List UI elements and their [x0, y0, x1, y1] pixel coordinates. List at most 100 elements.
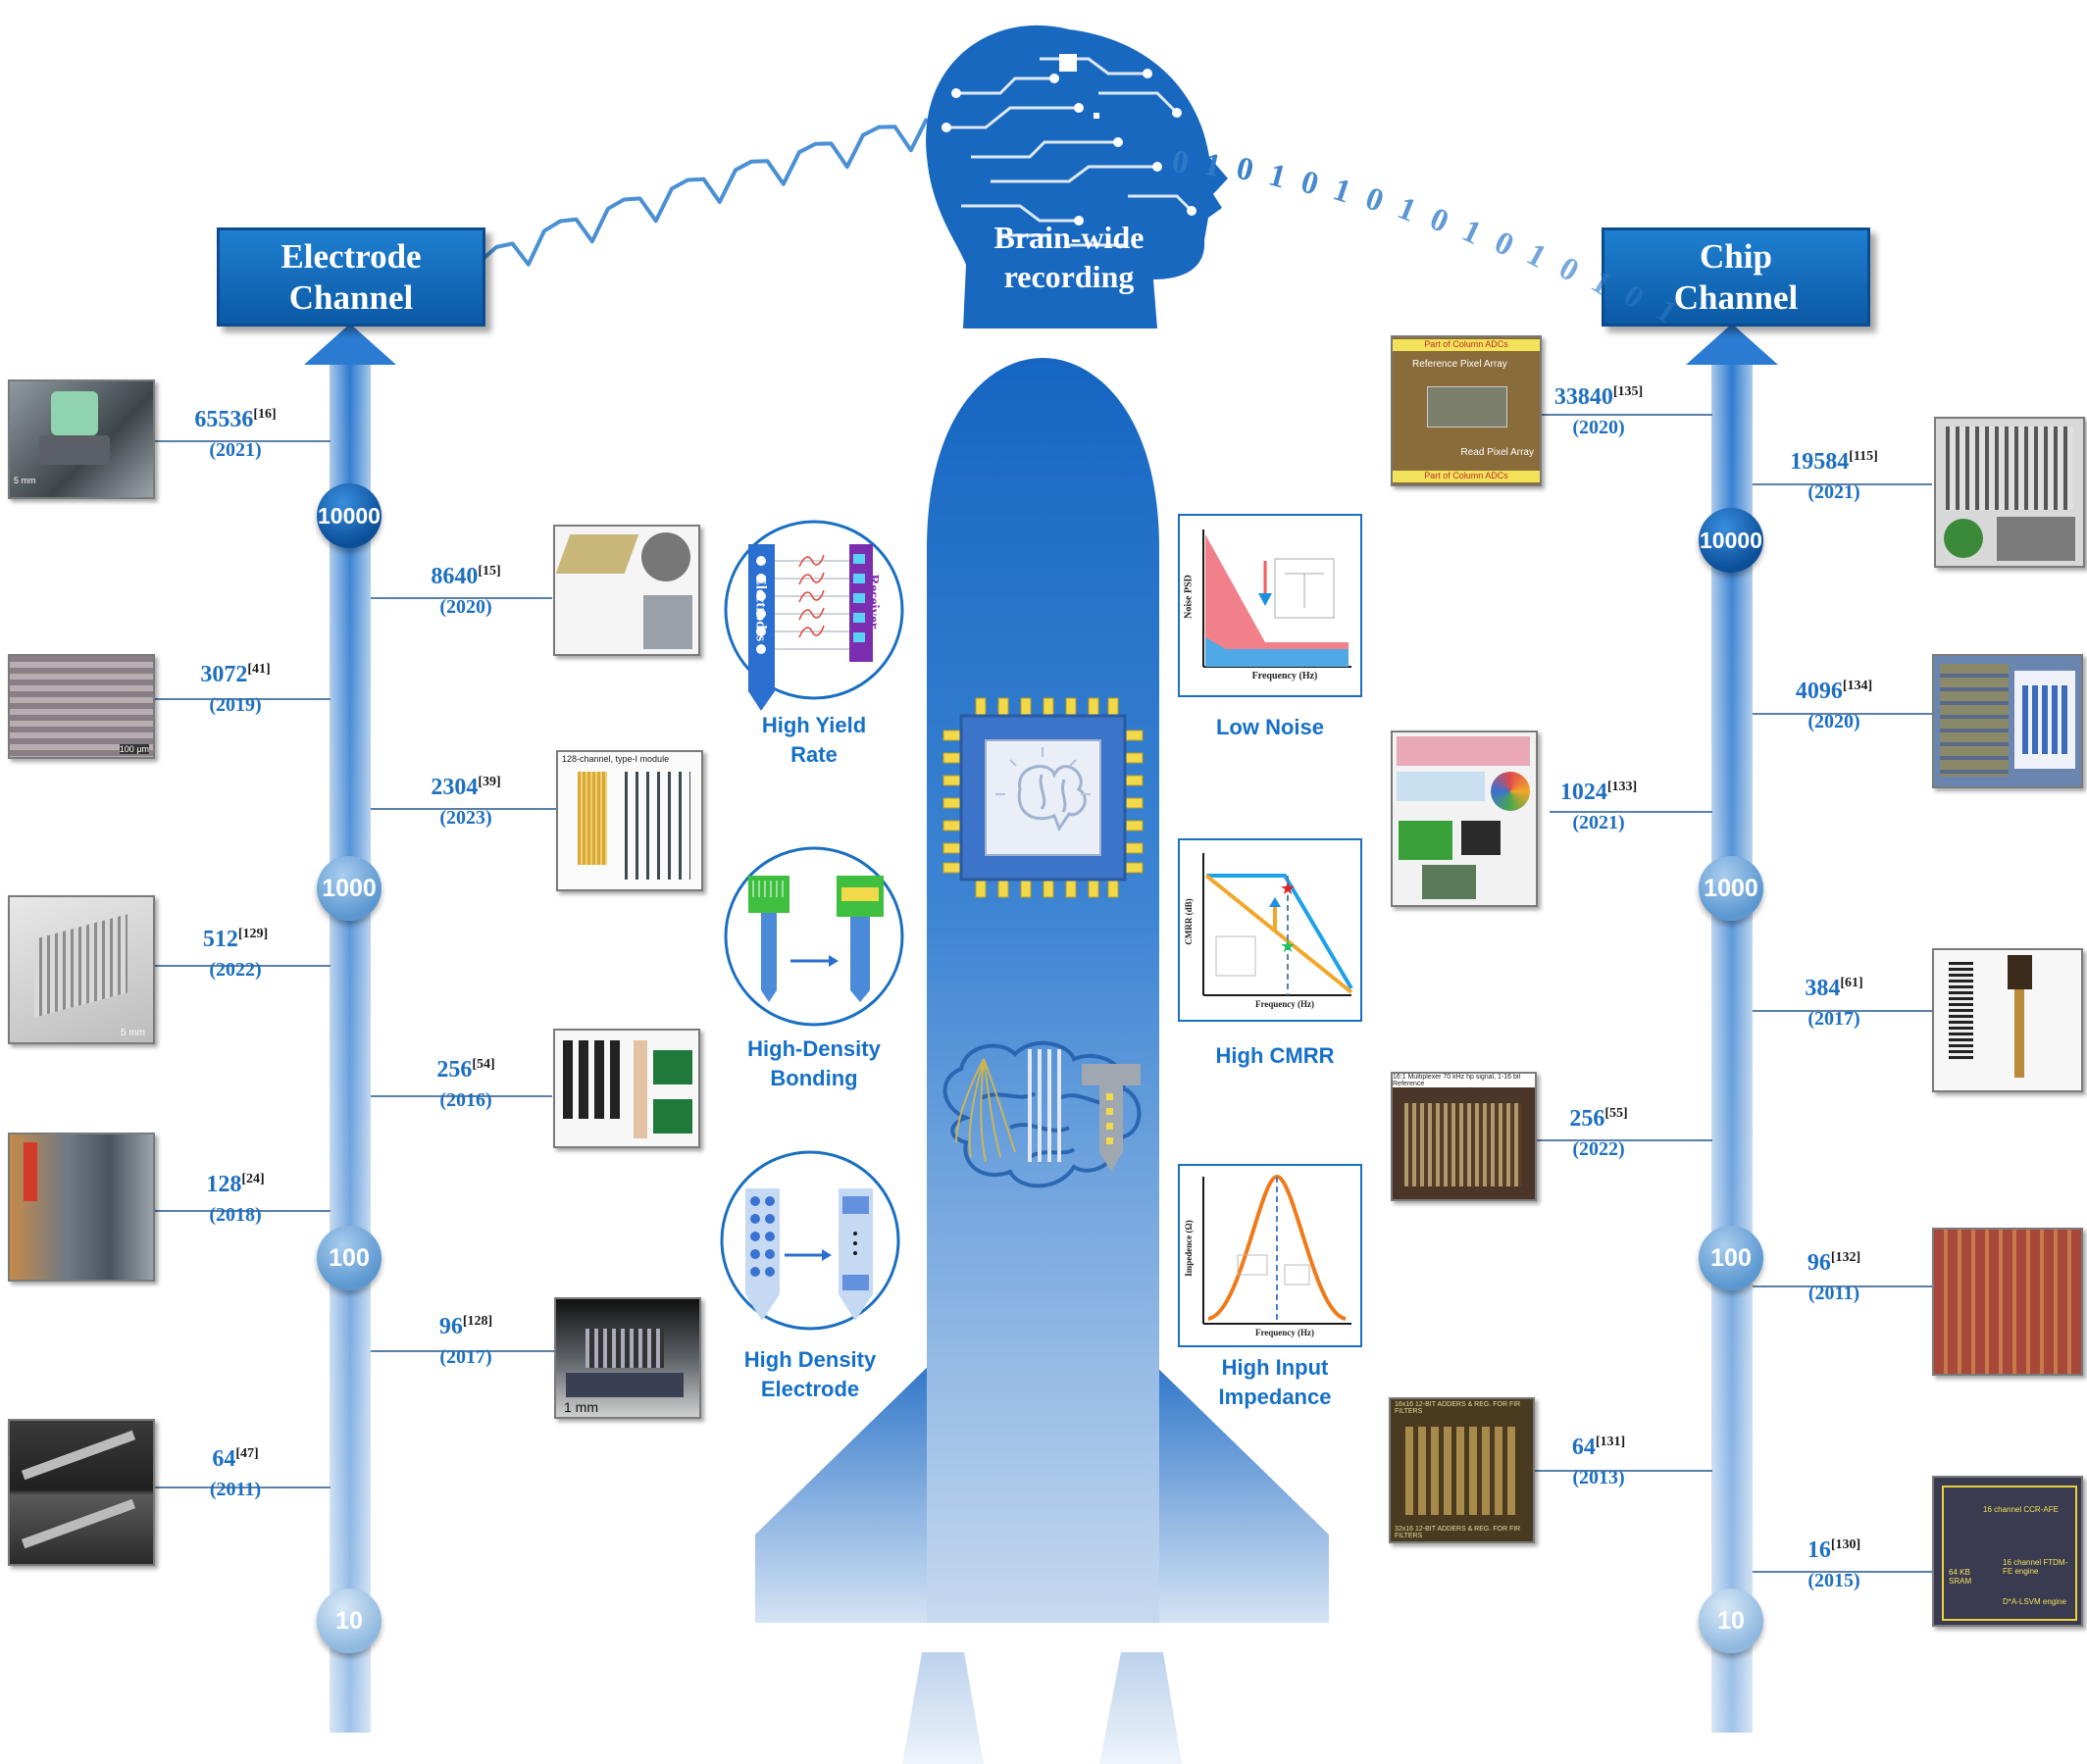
channel-count: 64 [1571, 1435, 1596, 1460]
cmrr-xlabel: Frequency (Hz) [1254, 999, 1315, 1009]
chip-photo-1024 [1391, 731, 1538, 907]
chip-pin [1124, 775, 1144, 786]
channel-count: 512 [202, 927, 238, 952]
feature-line: Bonding [770, 1066, 858, 1090]
electrode-count-label: 2304[39](2023) [392, 775, 539, 830]
reference: [135] [1612, 384, 1644, 399]
electrode-count-label: 8640[15](2020) [392, 564, 539, 619]
title-line2: recording [1003, 259, 1135, 294]
electrode-count-label: 64[47](2011) [162, 1446, 309, 1501]
reference: [134] [1842, 679, 1873, 693]
reference: [130] [1830, 1537, 1861, 1552]
reference: [61] [1840, 976, 1863, 990]
year: (2020) [1807, 711, 1860, 732]
reference: [15] [478, 564, 501, 579]
electrode-photo-8640 [553, 525, 700, 656]
right-connectors [1533, 414, 1932, 1573]
chip-photo-4096 [1932, 654, 2083, 788]
chip-pin [1088, 697, 1099, 717]
chip-pin [1065, 879, 1077, 898]
chip-pin [942, 752, 962, 764]
year: (2016) [439, 1089, 492, 1111]
reference: [39] [478, 775, 501, 789]
brain-wide-recording-title: Brain-wide recording [961, 218, 1177, 296]
neural-wave [479, 118, 929, 267]
feature-high-density-electrode: High Density Electrode [722, 1345, 898, 1404]
chip-pin [1088, 879, 1099, 898]
channel-count: 64 [212, 1446, 236, 1472]
year: (2017) [1807, 1008, 1860, 1030]
year: (2021) [1572, 812, 1625, 833]
chip-count-label: 96[132](2011) [1760, 1250, 1908, 1305]
channel-count: 19584 [1790, 449, 1850, 475]
electrode-count-label: 65536[16](2021) [162, 407, 309, 462]
electrode-photo-512: 5 mm [8, 895, 155, 1044]
year: (2011) [1807, 1283, 1860, 1304]
chip-pin [1124, 730, 1144, 741]
channel-count: 96 [1807, 1250, 1831, 1276]
impedance-plot [1178, 1164, 1362, 1347]
scale-text: 5 mm [14, 476, 36, 485]
feature-high-yield-rate: High Yield Rate [726, 711, 902, 770]
right-scale-100: 100 [1699, 1226, 1763, 1290]
feature-low-noise: Low Noise [1182, 713, 1358, 742]
year: (2018) [209, 1204, 262, 1226]
left-scale-10: 10 [317, 1588, 382, 1653]
rocket-body [927, 358, 1159, 1623]
noise-plot [1178, 514, 1362, 697]
right-scale-10000: 10000 [1699, 508, 1763, 573]
year: (2021) [209, 439, 262, 461]
feature-line: High Input [1221, 1355, 1329, 1380]
channel-count: 33840 [1553, 384, 1613, 410]
electrode-photo-65536: 5 mm [8, 379, 155, 499]
scale-text: 1 mm [564, 1399, 598, 1415]
feature-high-density-bonding: High-Density Bonding [726, 1034, 902, 1093]
left-axis-arrow [304, 324, 396, 365]
svg-text:★: ★ [1280, 879, 1296, 899]
chip-photo-64: 16x16 12-BIT ADDERS & REG. FOR FIR FILTE… [1389, 1397, 1535, 1543]
chip-text: 16 channel CCR-AFE [1983, 1505, 2059, 1514]
chip-channel-header: Chip Channel [1602, 227, 1870, 327]
reference: [55] [1604, 1106, 1628, 1121]
right-scale-10: 10 [1699, 1588, 1763, 1653]
electrode-count-label: 512[129](2022) [162, 927, 309, 982]
right-scale-1000: 1000 [1699, 856, 1763, 921]
left-scale-100: 100 [317, 1226, 382, 1290]
chip-pin [942, 842, 962, 854]
chip-pin [1124, 842, 1144, 854]
impedance-ylabel: Impedence (Ω) [1184, 1220, 1194, 1277]
electrode-header-line1: Electrode [280, 236, 422, 276]
year: (2021) [1807, 481, 1860, 503]
chip-photo-256: 16:1 Multiplexer 70 kHz hp signal, 1-16 … [1391, 1072, 1537, 1201]
chip-text: 16:1 Multiplexer 70 kHz hp signal, 1-16 … [1393, 1074, 1535, 1087]
rocket-flame-right [1099, 1652, 1182, 1764]
reference: [41] [247, 662, 271, 677]
chip-text: 16 channel FTDM-FE engine [2003, 1558, 2068, 1576]
chip-text: Part of Column ADCs [1393, 339, 1540, 351]
noise-ylabel: Noise PSD [1183, 575, 1195, 619]
chip-count-label: 1024[133](2021) [1525, 780, 1672, 834]
chip-count-label: 33840[135](2020) [1525, 384, 1672, 439]
reference: [47] [235, 1446, 259, 1461]
electrode-photo-64 [8, 1419, 155, 1566]
electrode-photo-128 [8, 1133, 155, 1282]
chip-photo-96 [1932, 1228, 2083, 1376]
electrode-count-label: 256[54](2016) [392, 1057, 539, 1112]
chip-count-label: 384[61](2017) [1760, 976, 1908, 1031]
reference: [24] [241, 1172, 265, 1186]
chip-text: Part of Column ADCs [1393, 471, 1540, 482]
chip-text: Read Pixel Array [1460, 447, 1534, 458]
rocket-left-wing [755, 1358, 937, 1623]
channel-count: 128 [206, 1172, 242, 1197]
year: (2017) [439, 1346, 492, 1368]
channel-count: 16 [1807, 1537, 1831, 1563]
electrode-channel-header: Electrode Channel [217, 227, 485, 327]
feature-line: High CMRR [1215, 1043, 1335, 1068]
chip-header-line2: Channel [1673, 277, 1799, 317]
noise-xlabel: Frequency (Hz) [1251, 671, 1318, 681]
chip-pin [1107, 697, 1119, 717]
reference: [115] [1849, 449, 1878, 464]
chip-pin [1043, 879, 1054, 898]
year: (2022) [209, 959, 262, 981]
